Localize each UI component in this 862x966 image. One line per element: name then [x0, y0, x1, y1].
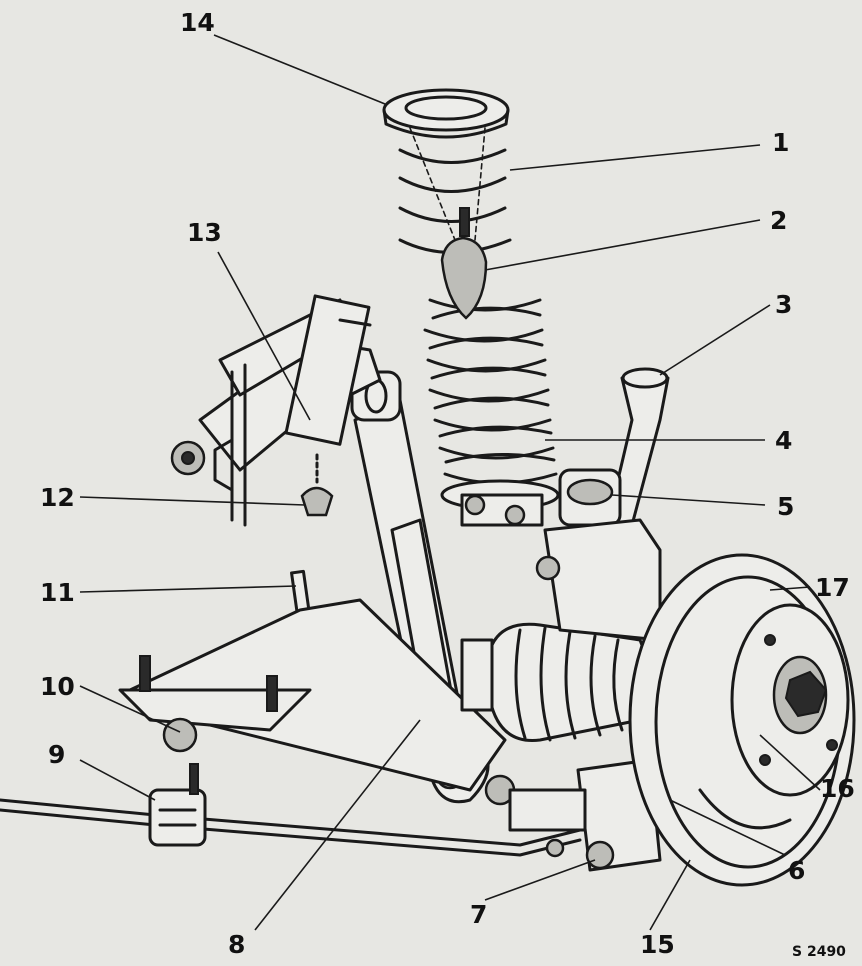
- callout-9: 9: [48, 740, 66, 769]
- callout-4: 4: [775, 426, 793, 455]
- lower-ball-joint: [508, 758, 662, 872]
- callout-13: 13: [187, 218, 222, 247]
- figure-reference: S 2490: [792, 944, 846, 960]
- upper-ball-joint: [300, 453, 334, 517]
- callout-16: 16: [820, 774, 855, 803]
- steering-knuckle: [535, 367, 670, 642]
- bump-stop: [440, 207, 488, 320]
- stabiliser-link: [290, 569, 311, 615]
- assembly-guide-lines: [409, 127, 486, 241]
- callout-17: 17: [815, 573, 850, 602]
- lower-spring-seat: [440, 479, 560, 527]
- callout-10: 10: [40, 672, 75, 701]
- upper-control-arm: [170, 294, 382, 527]
- callout-7: 7: [470, 900, 488, 929]
- callout-8: 8: [228, 930, 246, 959]
- callout-2: 2: [770, 206, 788, 235]
- callout-5: 5: [777, 492, 795, 521]
- callout-leaders: [79, 34, 821, 931]
- coil-spring: [398, 148, 558, 485]
- brake-disc-hub: [628, 553, 856, 887]
- callout-12: 12: [40, 483, 75, 512]
- callout-1: 1: [772, 128, 790, 157]
- callout-6: 6: [788, 856, 806, 885]
- drive-shaft-boot: [460, 622, 652, 742]
- callout-11: 11: [40, 578, 75, 607]
- callout-3: 3: [775, 290, 793, 319]
- callout-14: 14: [180, 8, 215, 37]
- callout-15: 15: [640, 930, 675, 959]
- lower-wishbone: [118, 598, 516, 806]
- spring-seat-ring: [382, 88, 510, 139]
